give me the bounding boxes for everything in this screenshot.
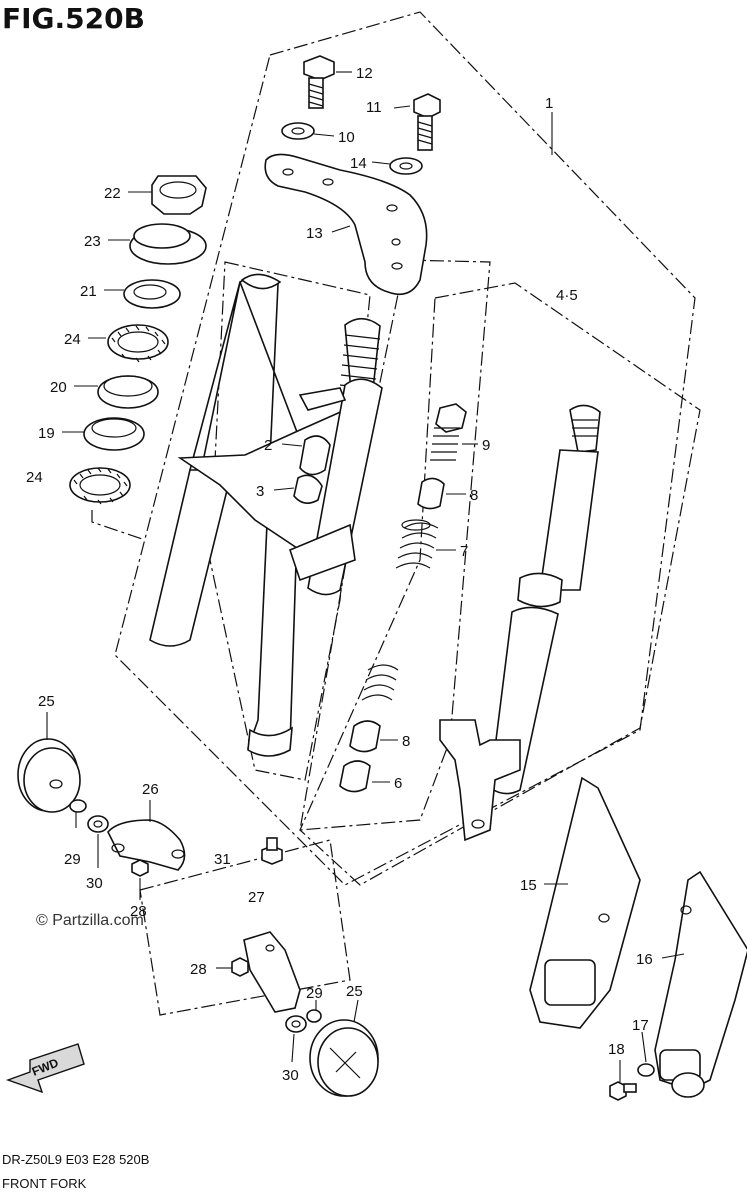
outer-tube-stem	[149, 273, 351, 757]
callout-2: 2	[264, 437, 272, 454]
callout-20: 20	[50, 379, 67, 396]
callout-11: 11	[366, 99, 382, 116]
callout-9: 9	[482, 437, 490, 454]
nut-28-right	[231, 957, 249, 977]
damper-rod-9	[430, 403, 467, 461]
callout-17: 17	[632, 1017, 649, 1034]
holder-13	[264, 153, 428, 296]
callout-28-left: 28	[130, 903, 147, 920]
callout-13: 13	[306, 225, 323, 242]
callout-31: 31	[214, 851, 231, 868]
callout-28-right: 28	[190, 961, 207, 978]
callout-26: 26	[142, 781, 159, 798]
callout-16: 16	[636, 951, 653, 968]
callout-25-right: 25	[346, 983, 363, 1000]
bolt-18	[609, 1081, 637, 1101]
cap-25-left	[17, 738, 81, 813]
callout-24-upper: 24	[64, 331, 81, 348]
callout-8-lower: 8	[402, 733, 410, 750]
race-20	[97, 375, 159, 409]
callout-4-5: 4·5	[556, 287, 578, 304]
figure-title: FIG.520B	[2, 2, 145, 35]
collar-29-right	[306, 1009, 322, 1023]
leader-lines	[46, 71, 685, 1082]
callout-7: 7	[460, 543, 468, 560]
washer-30-right	[285, 1015, 307, 1033]
washer-14	[389, 157, 423, 175]
callout-21: 21	[80, 283, 97, 300]
callout-1: 1	[545, 95, 553, 112]
watermark: © Partzilla.com	[36, 912, 144, 929]
nut-28-left	[131, 859, 149, 877]
callout-10: 10	[338, 129, 355, 146]
bearing-bracket	[91, 510, 146, 541]
collar-29-left	[69, 799, 87, 813]
callout-30-left: 30	[86, 875, 103, 892]
callout-15: 15	[520, 877, 537, 894]
callout-29-left: 29	[64, 851, 81, 868]
bracket-26	[107, 819, 186, 871]
nut-22	[151, 175, 207, 215]
guard-16	[654, 870, 747, 1098]
bracket-lower-right	[243, 931, 301, 1013]
washer-17	[637, 1063, 655, 1077]
callout-27: 27	[248, 889, 265, 906]
callout-8-upper: 8	[470, 487, 478, 504]
callout-23: 23	[84, 233, 101, 250]
fork-assy-4-5	[439, 404, 601, 842]
model-code: DR-Z50L9 E03 E28 520B	[2, 1152, 150, 1167]
bearing-24-upper	[107, 324, 169, 363]
inner-tube	[289, 317, 383, 596]
callout-labels: 1 2 3 4·5 6 7 8 8 9 10 11 12 13 14 15 16…	[26, 65, 653, 1084]
collar-8-upper	[417, 477, 445, 510]
callout-19: 19	[38, 425, 55, 442]
callout-25-left: 25	[38, 693, 55, 710]
callout-14: 14	[350, 155, 367, 172]
inner-assy-4-5-box	[299, 282, 701, 886]
callout-22: 22	[104, 185, 121, 202]
assembly-1-boundary	[114, 11, 696, 886]
bearing-24-lower	[69, 467, 131, 505]
washer-10	[281, 122, 315, 140]
callout-12: 12	[356, 65, 373, 82]
race-23	[129, 223, 207, 265]
spring-7-lower	[361, 664, 399, 701]
race-19	[83, 417, 145, 451]
section-name: FRONT FORK	[2, 1176, 87, 1191]
callout-3: 3	[256, 483, 264, 500]
bolt-12	[303, 55, 335, 109]
seat-6	[339, 760, 371, 793]
callout-30-right: 30	[282, 1067, 299, 1084]
cap-25-right	[309, 1019, 379, 1097]
washer-30-left	[87, 815, 109, 833]
callout-18: 18	[608, 1041, 625, 1058]
bolt-27	[261, 837, 283, 865]
guard-15	[529, 776, 641, 1029]
bolt-11	[413, 93, 441, 151]
race-21	[123, 279, 181, 309]
callout-29-right: 29	[306, 985, 323, 1002]
fwd-arrow: FWD	[5, 1043, 85, 1094]
spring-7	[395, 519, 439, 569]
callout-6: 6	[394, 775, 402, 792]
callout-24-lower: 24	[26, 469, 43, 486]
collar-8-lower	[349, 720, 381, 753]
